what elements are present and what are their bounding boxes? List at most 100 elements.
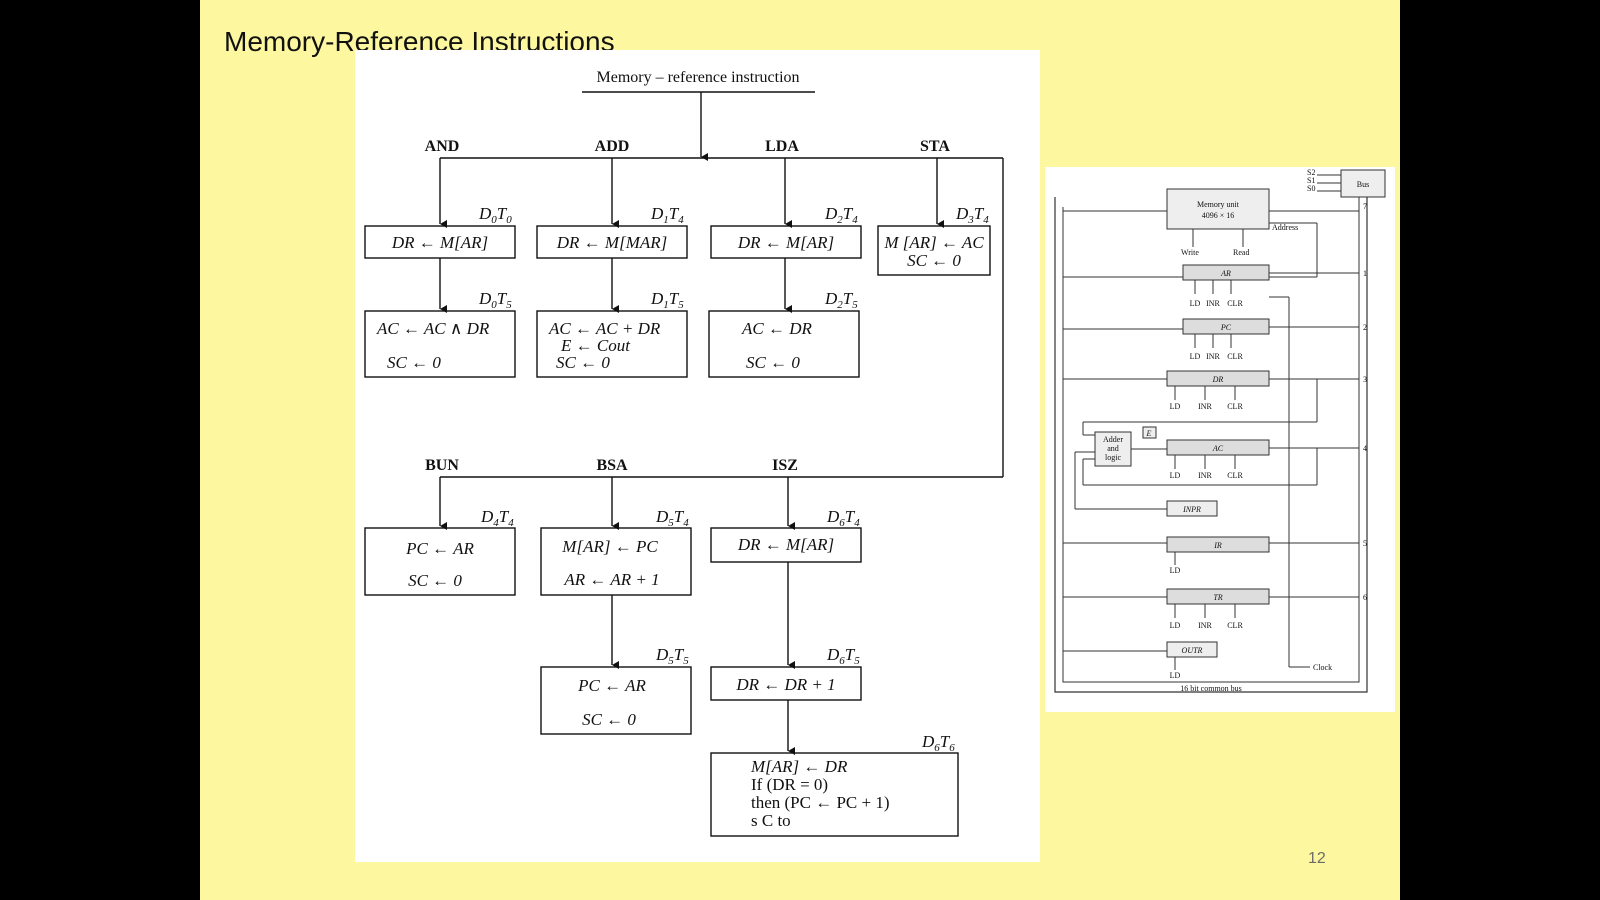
bus-diagram-svg: S2 S1 S0 Bus Memory unit 4096 × 16 Addre…: [1054, 168, 1386, 693]
ir-ld: LD: [1170, 566, 1181, 575]
e-label: E: [1146, 429, 1152, 438]
bsa-step-2-line-2: SC ← 0: [582, 710, 636, 729]
memory-label-1: Memory unit: [1197, 200, 1240, 209]
isz-step-2-box: [710, 666, 862, 701]
tr-ld: LD: [1170, 621, 1181, 630]
ac-ld: LD: [1170, 471, 1181, 480]
and-step-1-line-1: DR ← M[AR]: [391, 233, 488, 252]
timing-isz-1: D6T4: [826, 507, 860, 529]
bun-step-1-box: [364, 527, 516, 596]
tr-inr: INR: [1198, 621, 1212, 630]
adder-line-3: logic: [1105, 453, 1121, 462]
bsa-step-1-line-2: AR ← AR + 1: [563, 570, 659, 589]
root-label: Memory – reference instruction: [596, 69, 799, 86]
slide: Memory-Reference Instructions: [200, 0, 1400, 900]
outr-label: OUTR: [1182, 646, 1203, 655]
bus-num-6: 6: [1363, 593, 1367, 602]
isz-step-3-line-4: s C to: [751, 811, 791, 830]
bsa-step-1-line-1: M[AR] ← PC: [561, 537, 658, 556]
bsa-step-2-line-1: PC ← AR: [577, 676, 646, 695]
op-isz: ISZ: [772, 457, 798, 474]
bus-outer: [1054, 197, 1368, 693]
bus-inner: [1062, 197, 1360, 683]
isz-step-3-line-2: If (DR = 0): [751, 775, 828, 794]
dr-label: DR: [1212, 375, 1224, 384]
bun-step-1-line-1: PC ← AR: [405, 539, 474, 558]
address-label: Address: [1272, 223, 1298, 232]
and-step-2-box: [364, 310, 516, 378]
isz-step-1-line-1: DR ← M[AR]: [737, 535, 834, 554]
outr-register-box: [1166, 641, 1218, 658]
isz-step-3-line-3: then (PC ← PC + 1): [751, 793, 890, 812]
and-step-2-line-2: SC ← 0: [387, 353, 441, 372]
op-bsa: BSA: [596, 457, 628, 474]
and-step-2-line-1: AC ← AC ∧ DR: [376, 319, 490, 338]
timing-add-1: D1T4: [650, 204, 684, 226]
timing-and-1: D0T0: [478, 204, 512, 226]
timing-bsa-2: D5T5: [655, 645, 689, 667]
isz-step-1-box: [710, 527, 862, 563]
memory-label-2: 4096 × 16: [1202, 211, 1235, 220]
e-flag-box: [1142, 426, 1157, 439]
ar-label: AR: [1220, 269, 1231, 278]
timing-lda-1: D2T4: [824, 204, 858, 226]
timing-bun-1: D4T4: [480, 507, 514, 529]
timing-add-2: D1T5: [650, 289, 684, 311]
bus-num-2: 2: [1363, 323, 1367, 332]
write-label: Write: [1181, 248, 1199, 257]
ir-register-box: [1166, 536, 1270, 553]
pc-inr: INR: [1206, 352, 1220, 361]
add-step-2-line-3: SC ← 0: [556, 353, 610, 372]
memory-unit-box: [1166, 188, 1270, 230]
op-and: AND: [425, 138, 460, 155]
sta-step-1-line-2: SC ← 0: [907, 251, 961, 270]
lda-step-2-line-1: AC ← DR: [741, 319, 813, 338]
op-lda: LDA: [765, 138, 799, 155]
tr-label: TR: [1213, 593, 1222, 602]
outr-ld: LD: [1170, 671, 1181, 680]
sta-step-1-box: [877, 225, 991, 276]
timing-and-2: D0T5: [478, 289, 512, 311]
timing-lda-2: D2T5: [824, 289, 858, 311]
dr-ld: LD: [1170, 402, 1181, 411]
op-sta: STA: [920, 138, 950, 155]
bus-label: Bus: [1357, 180, 1369, 189]
dr-clr: CLR: [1227, 402, 1243, 411]
lda-step-2-line-2: SC ← 0: [746, 353, 800, 372]
lda-step-1-line-1: DR ← M[AR]: [737, 233, 834, 252]
pc-label: PC: [1220, 323, 1232, 332]
flowchart-svg: Memory – reference instruction AND ADD L…: [364, 69, 1004, 837]
select-s1: S1: [1307, 176, 1315, 185]
lda-step-2-box: [708, 310, 860, 378]
select-s2: S2: [1307, 168, 1315, 177]
isz-step-3-line-1: M[AR] ← DR: [750, 757, 848, 776]
lda-step-1-box: [710, 225, 862, 259]
ar-ld: LD: [1190, 299, 1201, 308]
add-step-1-line-1: DR ← M[MAR]: [556, 233, 667, 252]
ac-label: AC: [1212, 444, 1224, 453]
adder-line-1: Adder: [1103, 435, 1123, 444]
page-number: 12: [1308, 850, 1326, 867]
ar-clr: CLR: [1227, 299, 1243, 308]
pc-ld: LD: [1190, 352, 1201, 361]
add-step-2-box: [536, 310, 688, 378]
timing-sta-1: D3T4: [955, 204, 989, 226]
select-s0: S0: [1307, 184, 1315, 193]
add-step-2-line-1: AC ← AC + DR: [548, 319, 661, 338]
add-step-2-line-2: E ← Cout: [560, 336, 631, 355]
bus-diagram-panel: S2 S1 S0 Bus Memory unit 4096 × 16 Addre…: [1045, 167, 1395, 712]
bus-num-7: 7: [1363, 202, 1367, 211]
bsa-step-1-box: [540, 527, 692, 596]
timing-isz-2: D6T5: [826, 645, 860, 667]
timing-isz-3: D6T6: [921, 732, 955, 754]
isz-step-3-box: [710, 752, 959, 837]
pc-clr: CLR: [1227, 352, 1243, 361]
timing-bsa-1: D5T4: [655, 507, 689, 529]
inpr-label: INPR: [1182, 505, 1201, 514]
bus-num-4: 4: [1363, 444, 1367, 453]
ir-label: IR: [1213, 541, 1222, 550]
bus-num-5: 5: [1363, 539, 1367, 548]
adder-line-2: and: [1107, 444, 1119, 453]
flowchart-panel: Memory – reference instruction AND ADD L…: [355, 50, 1040, 862]
sta-step-1-line-1: M [AR] ← AC: [883, 233, 984, 252]
